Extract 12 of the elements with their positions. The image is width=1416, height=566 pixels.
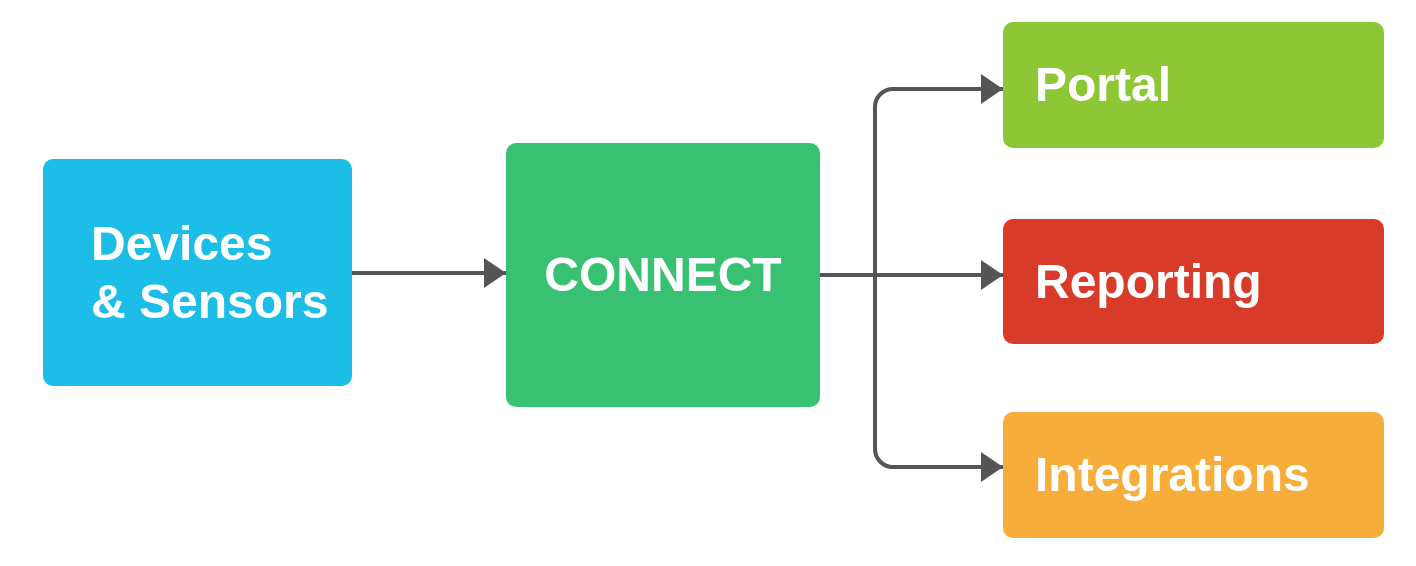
arrow [820,273,1003,482]
step-label: Devices & Sensors [91,215,330,330]
process-box [1003,412,1384,538]
step-label: Integrations [1035,447,1310,504]
arrow [352,258,506,288]
process-box [506,143,820,407]
step-label: Portal [1035,57,1172,114]
process-box [43,159,352,386]
step-label: CONNECT [544,247,782,304]
process-box [1003,22,1384,148]
step-label: Reporting [1035,253,1262,310]
process-box [1003,219,1384,344]
